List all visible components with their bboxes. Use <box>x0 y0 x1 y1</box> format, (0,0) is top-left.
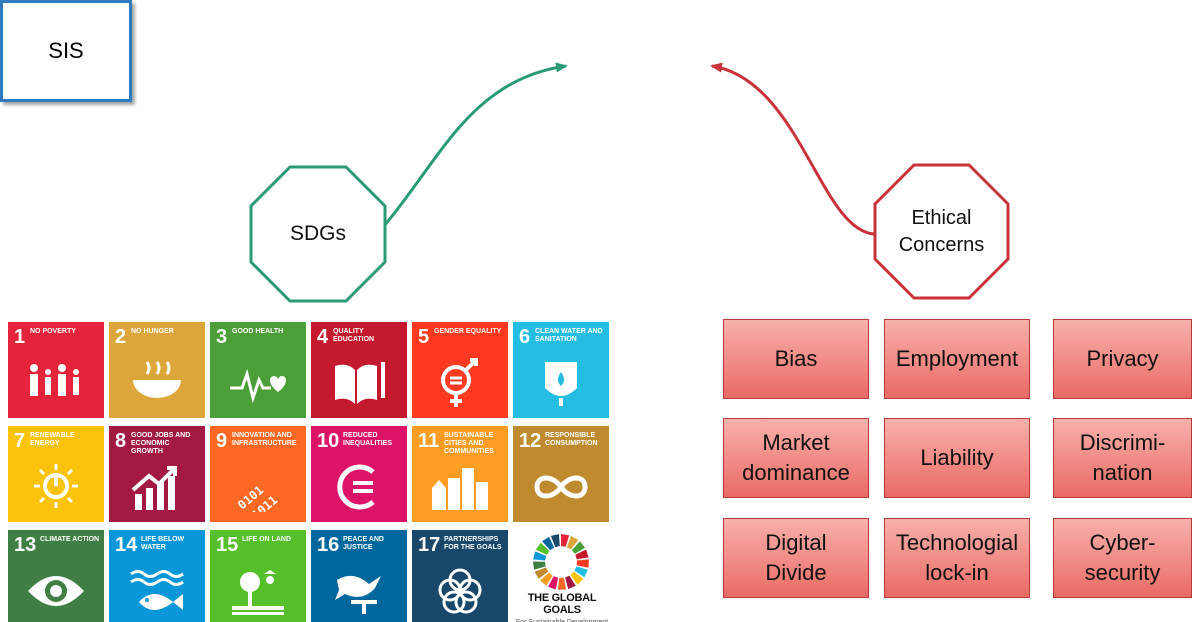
sdg-tile-title: CLEAN WATER AND SANITATION <box>535 328 603 343</box>
sdgs-label: SDGs <box>289 222 346 245</box>
sdg-tile-title: PEACE AND JUSTICE <box>343 536 384 551</box>
concern-box: Bias <box>723 319 869 399</box>
ethical-concerns-octagon <box>873 163 1010 300</box>
sdg-tile-title: NO POVERTY <box>30 328 76 335</box>
sdg-tile-number: 8 <box>115 430 127 452</box>
sdg-tile-title: GOOD HEALTH <box>232 328 284 335</box>
sdg-tile-number: 12 <box>519 430 542 452</box>
sdg-tile-title: GOOD JOBS AND ECONOMIC GROWTH <box>131 432 191 455</box>
sdg-goals-grid: 1 NO POVERTY 2 NO HUNGER 3 GOOD HEALTH 4 QUALIT… <box>8 322 614 622</box>
sdg-tile-title: INNOVATION AND INFRASTRUCTURE <box>232 432 297 447</box>
sdg-tile-number: 5 <box>418 326 430 348</box>
ethical-concerns-label: Ethical Concerns <box>898 206 985 256</box>
sdg-tile-title: LIFE BELOW WATER <box>141 536 185 551</box>
concern-box: Employment <box>884 319 1030 399</box>
sdg-tile-4: 4 QUALITY EDUCATION <box>311 322 407 418</box>
concern-box: Technologial lock-in <box>884 518 1030 598</box>
sdg-tile-title: SUSTAINABLE CITIES AND COMMUNITIES <box>444 432 494 455</box>
sdg-tile-number: 15 <box>216 534 239 556</box>
global-goals-subtitle: For Sustainable Development <box>515 619 609 622</box>
sdg-tile-title: CLIMATE ACTION <box>40 536 100 543</box>
sdg-tile-1: 1 NO POVERTY <box>8 322 104 418</box>
sdg-tile-title: NO HUNGER <box>131 328 174 335</box>
sdg-tile-title: RESPONSIBLE CONSUMPTION <box>545 432 598 447</box>
concern-box: Market dominance <box>723 418 869 498</box>
sdg-tile-number: 13 <box>14 534 37 556</box>
sdg-to-sis-arrow <box>382 62 568 227</box>
sdg-tile-7: 7 RENEWABLE ENERGY <box>8 426 104 522</box>
sdg-tile-2: 2 NO HUNGER <box>109 322 205 418</box>
sdg-tile-number: 14 <box>115 534 138 556</box>
concern-box: Cyber- security <box>1053 518 1192 598</box>
sdg-tile-6: 6 CLEAN WATER AND SANITATION <box>513 322 609 418</box>
sis-node: SIS <box>0 0 132 102</box>
sdg-tile-number: 16 <box>317 534 340 556</box>
global-goals-wheel-icon <box>533 534 589 590</box>
sdg-tile-title: REDUCED INEQUALITIES <box>343 432 393 447</box>
sdg-tile-title: QUALITY EDUCATION <box>333 328 375 343</box>
sdg-tile-number: 17 <box>418 534 441 556</box>
concern-box: Digital Divide <box>723 518 869 598</box>
sdg-tile-title: GENDER EQUALITY <box>434 328 502 335</box>
sdg-tile-number: 2 <box>115 326 127 348</box>
sdg-tile-number: 3 <box>216 326 228 348</box>
sdg-tile-3: 3 GOOD HEALTH <box>210 322 306 418</box>
concern-box: Liability <box>884 418 1030 498</box>
sdg-tile-title: RENEWABLE ENERGY <box>30 432 75 447</box>
sdg-tile-number: 10 <box>317 430 340 452</box>
sdg-tile-number: 9 <box>216 430 228 452</box>
concern-box: Discrimi- nation <box>1053 418 1192 498</box>
ethics-to-sis-arrow <box>710 62 875 236</box>
sdg-tile-number: 11 <box>418 430 440 452</box>
sdg-tile-title: LIFE ON LAND <box>242 536 291 543</box>
sdg-tile-number: 4 <box>317 326 329 348</box>
sdg-tile-title: PARTNERSHIPS FOR THE GOALS <box>444 536 502 551</box>
sdgs-octagon <box>249 165 387 303</box>
sdg-tile-number: 1 <box>14 326 26 348</box>
sdg-tile-number: 7 <box>14 430 26 452</box>
global-goals-title: THE GLOBAL GOALS <box>527 592 597 616</box>
sdg-tile-number: 6 <box>519 326 531 348</box>
sis-label: SIS <box>48 38 84 63</box>
concern-box: Privacy <box>1053 319 1192 399</box>
global-goals-tile: THE GLOBAL GOALS For Sustainable Developm… <box>513 530 609 622</box>
sdg-tile-5: 5 GENDER EQUALITY <box>412 322 508 418</box>
